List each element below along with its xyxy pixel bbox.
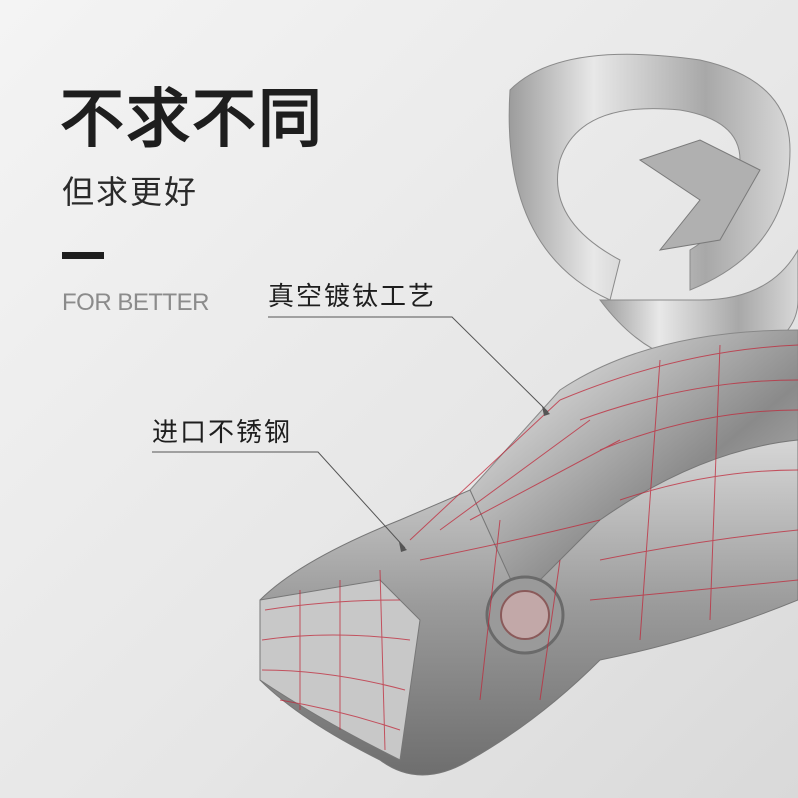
- accent-dash: [62, 252, 104, 259]
- headline: 不求不同: [60, 83, 324, 157]
- callout-titanium: 真空镀钛工艺: [268, 282, 437, 312]
- callout-leader-steel: [152, 451, 407, 552]
- wireframe-mesh: [261, 344, 798, 751]
- callout-leader-titanium: [268, 316, 550, 416]
- callout-steel: 进口不锈钢: [152, 418, 293, 448]
- subheadline: 但求更好: [62, 173, 199, 211]
- lever-ring: [508, 53, 798, 365]
- tagline: FOR BETTER: [62, 289, 210, 316]
